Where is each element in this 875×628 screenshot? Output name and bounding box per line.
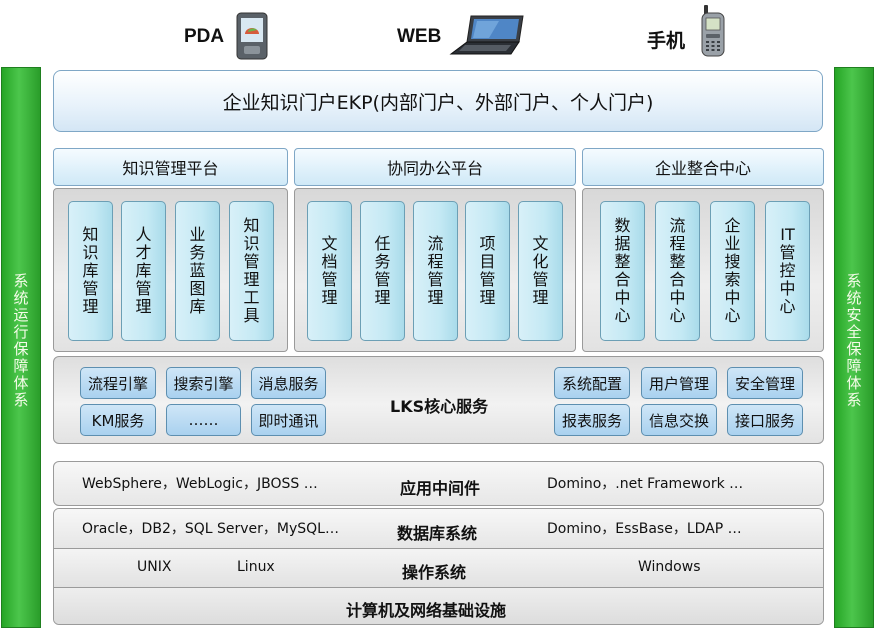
service-label: 安全管理: [734, 374, 795, 393]
service-button: 报表服务: [554, 404, 630, 436]
lks-core-panel: 流程引擎 搜索引擎 消息服务 KM服务 …… 即时通讯 LKS核心服务 系统配置…: [53, 356, 824, 444]
module-label: 知识管理工具: [243, 216, 260, 325]
service-button: 系统配置: [554, 367, 630, 399]
os-linux: Linux: [237, 559, 275, 575]
database-right: Domino，EssBase，LDAP …: [547, 521, 742, 537]
module-label: IT管控中心: [779, 225, 796, 316]
os-title: 操作系统: [402, 563, 467, 582]
middleware-right: Domino，.net Framework …: [547, 476, 744, 492]
os-layer: UNIX Linux 操作系统 Windows: [54, 549, 823, 588]
platform-collab-header: 协同办公平台: [294, 148, 576, 186]
service-button: 接口服务: [727, 404, 803, 436]
right-side-label: 系统安全保障体系: [846, 272, 862, 409]
module-box: 流程管理: [413, 201, 458, 341]
service-label: 信息交换: [648, 411, 709, 430]
service-button: KM服务: [80, 404, 156, 436]
platform-collab-title: 协同办公平台: [386, 159, 483, 178]
module-box: 文化管理: [518, 201, 563, 341]
service-button: 流程引擎: [80, 367, 156, 399]
middleware-layer: WebSphere，WebLogic，JBOSS … 应用中间件 Domino，…: [53, 461, 824, 506]
hardware-layer: 计算机及网络基础设施: [54, 588, 823, 624]
module-label: 文档管理: [321, 234, 338, 307]
module-label: 文化管理: [532, 234, 549, 307]
module-box: 数据整合中心: [600, 201, 645, 341]
module-label: 任务管理: [374, 234, 391, 307]
lks-title: LKS核心服务: [390, 397, 489, 416]
service-button: 用户管理: [641, 367, 717, 399]
database-title: 数据库系统: [397, 524, 478, 543]
module-box: 知识库管理: [68, 201, 113, 341]
mobile-label: 手机: [647, 31, 686, 52]
database-left: Oracle，DB2，SQL Server，MySQL…: [82, 521, 339, 537]
module-label: 人才库管理: [135, 225, 152, 316]
service-label: 接口服务: [734, 411, 795, 430]
database-layer: Oracle，DB2，SQL Server，MySQL… 数据库系统 Domin…: [54, 509, 823, 549]
portal-banner: 企业知识门户EKP(内部门户、外部门户、个人门户): [53, 70, 823, 132]
module-box: 项目管理: [465, 201, 510, 341]
module-box: 流程整合中心: [655, 201, 700, 341]
pda-label: PDA: [184, 26, 225, 47]
module-label: 数据整合中心: [614, 216, 631, 325]
module-box: 人才库管理: [121, 201, 166, 341]
platform-knowledge-title: 知识管理平台: [122, 159, 219, 178]
platform-knowledge-header: 知识管理平台: [53, 148, 288, 186]
service-label: KM服务: [91, 411, 145, 430]
laptop-icon: [449, 14, 527, 60]
module-box: 知识管理工具: [229, 201, 274, 341]
service-button: 搜索引擎: [166, 367, 241, 399]
hardware-title: 计算机及网络基础设施: [346, 601, 507, 620]
service-button: 即时通讯: [251, 404, 326, 436]
mobile-phone-icon: [700, 5, 726, 61]
left-side-label: 系统运行保障体系: [13, 272, 29, 409]
service-label: 系统配置: [561, 374, 622, 393]
service-label: ……: [188, 411, 219, 429]
web-label: WEB: [397, 26, 442, 47]
module-label: 知识库管理: [82, 225, 99, 316]
service-label: 消息服务: [258, 374, 319, 393]
os-unix: UNIX: [137, 559, 172, 575]
service-label: 报表服务: [561, 411, 622, 430]
service-label: 用户管理: [648, 374, 709, 393]
service-button: 消息服务: [251, 367, 326, 399]
module-box: 文档管理: [307, 201, 352, 341]
service-label: 搜索引擎: [173, 374, 234, 393]
module-label: 企业搜索中心: [724, 216, 741, 325]
module-box: IT管控中心: [765, 201, 810, 341]
infrastructure-stack: Oracle，DB2，SQL Server，MySQL… 数据库系统 Domin…: [53, 508, 824, 625]
service-label: 即时通讯: [258, 411, 319, 430]
portal-title: 企业知识门户EKP(内部门户、外部门户、个人门户): [222, 91, 654, 114]
module-box: 任务管理: [360, 201, 405, 341]
os-windows: Windows: [638, 559, 701, 575]
platform-integration-body: 数据整合中心 流程整合中心 企业搜索中心 IT管控中心: [582, 188, 824, 352]
module-label: 流程整合中心: [669, 216, 686, 325]
platform-integration-title: 企业整合中心: [654, 159, 751, 178]
module-box: 企业搜索中心: [710, 201, 755, 341]
platform-knowledge-body: 知识库管理 人才库管理 业务蓝图库 知识管理工具: [53, 188, 288, 352]
module-label: 流程管理: [427, 234, 444, 307]
service-button: 信息交换: [641, 404, 717, 436]
module-label: 业务蓝图库: [189, 225, 206, 316]
service-button: 安全管理: [727, 367, 803, 399]
pda-icon: [236, 12, 268, 64]
service-label: 流程引擎: [87, 374, 148, 393]
platform-integration-header: 企业整合中心: [582, 148, 824, 186]
middleware-title: 应用中间件: [400, 479, 481, 498]
right-side-bar: 系统安全保障体系: [834, 67, 874, 628]
middleware-left: WebSphere，WebLogic，JBOSS …: [82, 476, 318, 492]
left-side-bar: 系统运行保障体系: [1, 67, 41, 628]
platform-collab-body: 文档管理 任务管理 流程管理 项目管理 文化管理: [294, 188, 576, 352]
module-box: 业务蓝图库: [175, 201, 220, 341]
service-button: ……: [166, 404, 241, 436]
module-label: 项目管理: [479, 234, 496, 307]
